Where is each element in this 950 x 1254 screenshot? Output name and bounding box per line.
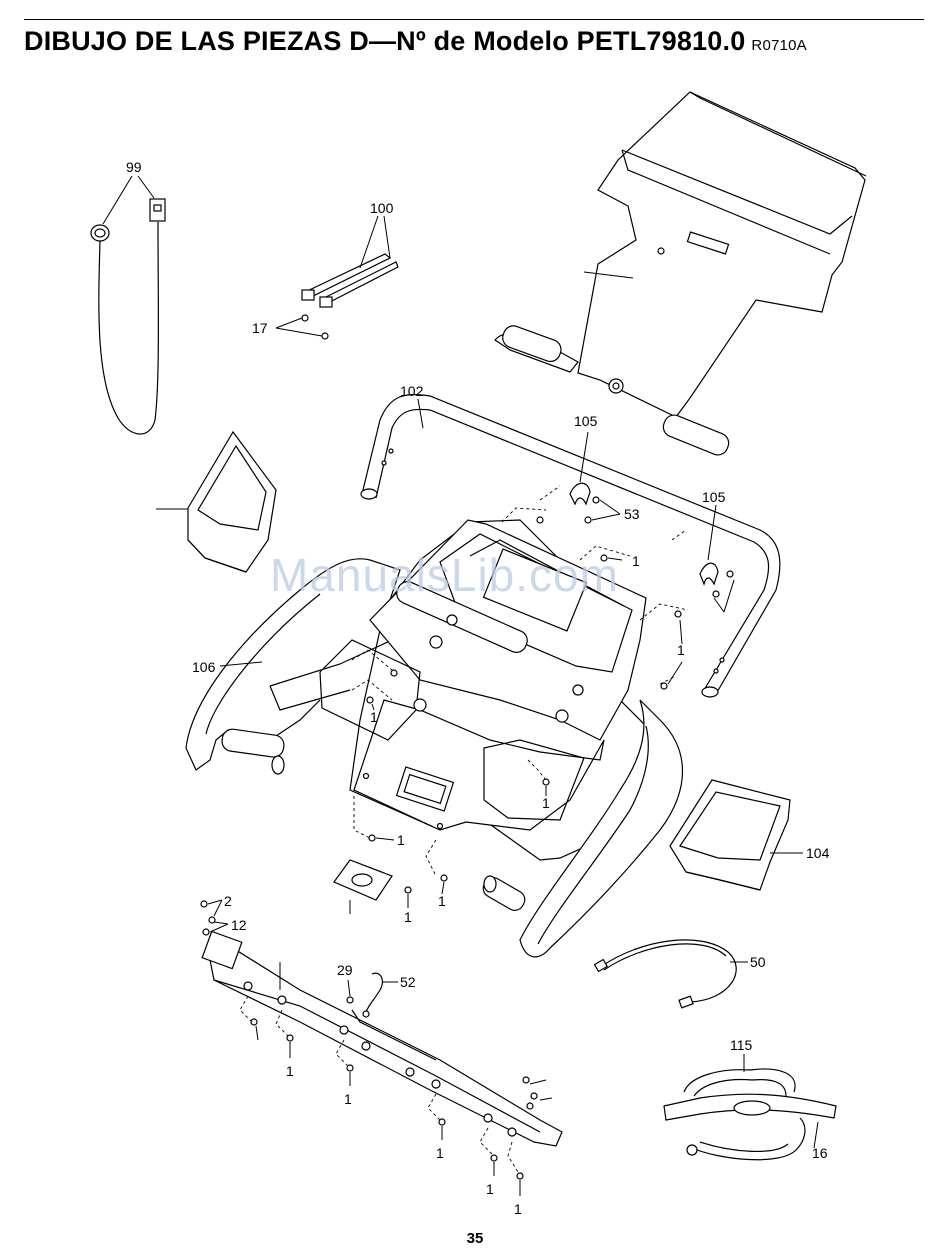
label-2: 2: [224, 893, 232, 909]
part-104-cup-holder: [670, 780, 803, 890]
part-50-cable: [595, 940, 748, 1008]
label-12: 12: [231, 917, 247, 933]
label-1g: 1: [438, 893, 446, 909]
label-115: 115: [730, 1037, 753, 1053]
label-53: 53: [624, 506, 640, 522]
label-50: 50: [750, 954, 766, 970]
label-99: 99: [126, 159, 142, 175]
label-1c: 1: [370, 709, 378, 725]
label-100: 100: [370, 200, 394, 216]
label-1i: 1: [344, 1091, 352, 1107]
label-1f: 1: [404, 909, 412, 925]
label-1b: 1: [677, 642, 685, 658]
label-17: 17: [252, 320, 268, 336]
label-52: 52: [400, 974, 416, 990]
part-17-screws: [276, 315, 328, 339]
console-housing: [495, 92, 866, 458]
parts-115-16-straps: [664, 1054, 836, 1160]
page-number: 35: [0, 1230, 950, 1247]
small-bracket-plate: [334, 860, 392, 914]
label-1k: 1: [486, 1181, 494, 1197]
label-102: 102: [400, 383, 424, 399]
label-106: 106: [192, 659, 216, 675]
label-1d: 1: [542, 795, 550, 811]
watermark: ManualsLib.com: [270, 548, 619, 602]
parts-29-52: [347, 973, 398, 1017]
label-1l: 1: [514, 1201, 522, 1217]
label-105b: 105: [702, 489, 726, 505]
label-1a: 1: [632, 553, 640, 569]
part-99-clip-and-strap: [91, 176, 165, 434]
lower-crossbar: [202, 931, 562, 1146]
label-105a: 105: [574, 413, 598, 429]
left-cup-holder: [156, 432, 276, 572]
label-1e: 1: [397, 832, 405, 848]
label-16: 16: [812, 1145, 828, 1161]
label-1j: 1: [436, 1145, 444, 1161]
part-100-brackets: [302, 216, 398, 307]
label-1h: 1: [286, 1063, 294, 1079]
label-104: 104: [806, 845, 830, 861]
label-29: 29: [337, 962, 353, 978]
